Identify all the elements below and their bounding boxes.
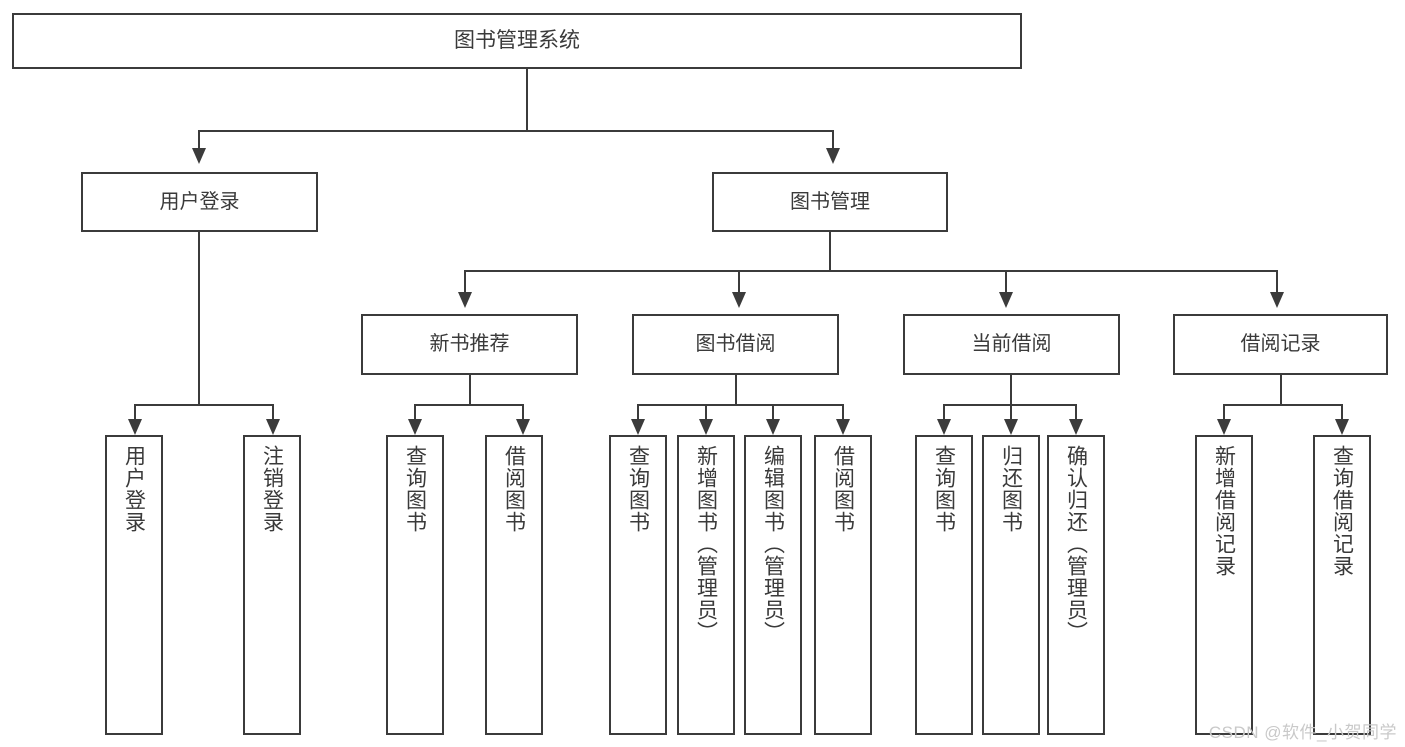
connector-current-borrow-leg-1	[943, 404, 945, 419]
connector-new-book-leg-1	[414, 404, 416, 419]
leaf-logout[interactable]: 注销登录	[243, 435, 301, 735]
arrowhead-book-borrow-3	[766, 419, 780, 435]
node-label: 借阅图书	[502, 445, 526, 533]
arrowhead-borrow-record-2	[1335, 419, 1349, 435]
node-borrow-record[interactable]: 借阅记录	[1173, 314, 1388, 375]
node-label: 图书管理	[790, 190, 870, 213]
arrowhead-to-new-book-recommend	[458, 292, 472, 308]
connector-user-login-leg-1	[134, 404, 136, 419]
connector-book-borrow-bus	[637, 404, 844, 406]
node-user-login[interactable]: 用户登录	[81, 172, 318, 232]
connector-borrow-record-stem	[1280, 375, 1282, 405]
node-label: 查询图书	[403, 445, 427, 533]
node-label: 当前借阅	[971, 333, 1052, 356]
node-label: 归还图书	[999, 445, 1023, 533]
connector-root-bus	[198, 130, 834, 132]
arrowhead-borrow-record-1	[1217, 419, 1231, 435]
node-label: 图书借阅	[695, 333, 776, 356]
arrowhead-user-login-2	[266, 419, 280, 435]
node-new-book-recommend[interactable]: 新书推荐	[361, 314, 578, 375]
connector-borrow-record-leg-1	[1223, 404, 1225, 419]
arrowhead-user-login-1	[128, 419, 142, 435]
watermark: CSDN @软件_小贺同学	[1208, 723, 1397, 742]
leaf-current-query-book[interactable]: 查询图书	[915, 435, 973, 735]
arrowhead-to-book-management	[826, 148, 840, 164]
node-label: 新增图书（管理员）	[694, 445, 718, 643]
connector-level2-leg-4	[1276, 270, 1278, 292]
node-label: 用户登录	[122, 445, 146, 533]
connector-new-book-leg-2	[522, 404, 524, 419]
leaf-borrow-query-book[interactable]: 查询图书	[609, 435, 667, 735]
connector-new-book-bus	[414, 404, 524, 406]
arrowhead-new-book-1	[408, 419, 422, 435]
node-label: 确认归还（管理员）	[1064, 445, 1088, 643]
leaf-current-return-book[interactable]: 归还图书	[982, 435, 1040, 735]
connector-book-borrow-leg-4	[842, 404, 844, 419]
leaf-new-book-query[interactable]: 查询图书	[386, 435, 444, 735]
arrowhead-new-book-2	[516, 419, 530, 435]
arrowhead-to-user-login	[192, 148, 206, 164]
arrowhead-current-borrow-2	[1004, 419, 1018, 435]
leaf-new-book-borrow[interactable]: 借阅图书	[485, 435, 543, 735]
node-label: 借阅图书	[831, 445, 855, 533]
leaf-record-add[interactable]: 新增借阅记录	[1195, 435, 1253, 735]
node-label: 注销登录	[260, 445, 284, 533]
leaf-current-confirm-return-admin[interactable]: 确认归还（管理员）	[1047, 435, 1105, 735]
arrowhead-book-borrow-1	[631, 419, 645, 435]
node-label: 新书推荐	[429, 333, 510, 356]
leaf-borrow-borrow-book[interactable]: 借阅图书	[814, 435, 872, 735]
connector-level2-bus	[464, 270, 1278, 272]
connector-book-management-stem	[829, 232, 831, 271]
connector-user-login-bus	[134, 404, 274, 406]
connector-level2-leg-3	[1005, 270, 1007, 292]
connector-level2-leg-2	[738, 270, 740, 292]
connector-level2-leg-1	[464, 270, 466, 292]
connector-book-borrow-stem	[735, 375, 737, 405]
arrowhead-current-borrow-1	[937, 419, 951, 435]
node-book-management-system[interactable]: 图书管理系统	[12, 13, 1022, 69]
leaf-borrow-edit-book-admin[interactable]: 编辑图书（管理员）	[744, 435, 802, 735]
connector-current-borrow-leg-3	[1075, 404, 1077, 419]
connector-borrow-record-bus	[1223, 404, 1343, 406]
connector-root-leg-left	[198, 130, 200, 148]
arrowhead-to-borrow-record	[1270, 292, 1284, 308]
connector-book-borrow-leg-3	[772, 404, 774, 419]
node-current-borrow[interactable]: 当前借阅	[903, 314, 1120, 375]
arrowhead-book-borrow-2	[699, 419, 713, 435]
connector-book-borrow-leg-2	[705, 404, 707, 419]
node-label: 编辑图书（管理员）	[761, 445, 785, 643]
connector-borrow-record-leg-2	[1341, 404, 1343, 419]
connector-book-borrow-leg-1	[637, 404, 639, 419]
arrowhead-to-current-borrow	[999, 292, 1013, 308]
leaf-user-login[interactable]: 用户登录	[105, 435, 163, 735]
node-book-borrow[interactable]: 图书借阅	[632, 314, 839, 375]
node-label: 借阅记录	[1240, 333, 1321, 356]
node-label: 图书管理系统	[454, 29, 580, 53]
node-book-management[interactable]: 图书管理	[712, 172, 948, 232]
arrowhead-current-borrow-3	[1069, 419, 1083, 435]
connector-current-borrow-stem	[1010, 375, 1012, 405]
node-label: 查询图书	[932, 445, 956, 533]
arrowhead-book-borrow-4	[836, 419, 850, 435]
node-label: 新增借阅记录	[1212, 445, 1236, 577]
connector-user-login-leg-2	[272, 404, 274, 419]
node-label: 用户登录	[159, 190, 240, 213]
connector-root-stem	[526, 69, 528, 131]
connector-user-login-stem	[198, 232, 200, 405]
connector-current-borrow-leg-2	[1010, 404, 1012, 419]
connector-new-book-stem	[469, 375, 471, 405]
node-label: 查询借阅记录	[1330, 445, 1354, 577]
connector-root-leg-right	[832, 130, 834, 148]
leaf-record-query[interactable]: 查询借阅记录	[1313, 435, 1371, 735]
leaf-borrow-add-book-admin[interactable]: 新增图书（管理员）	[677, 435, 735, 735]
arrowhead-to-book-borrow	[732, 292, 746, 308]
node-label: 查询图书	[626, 445, 650, 533]
